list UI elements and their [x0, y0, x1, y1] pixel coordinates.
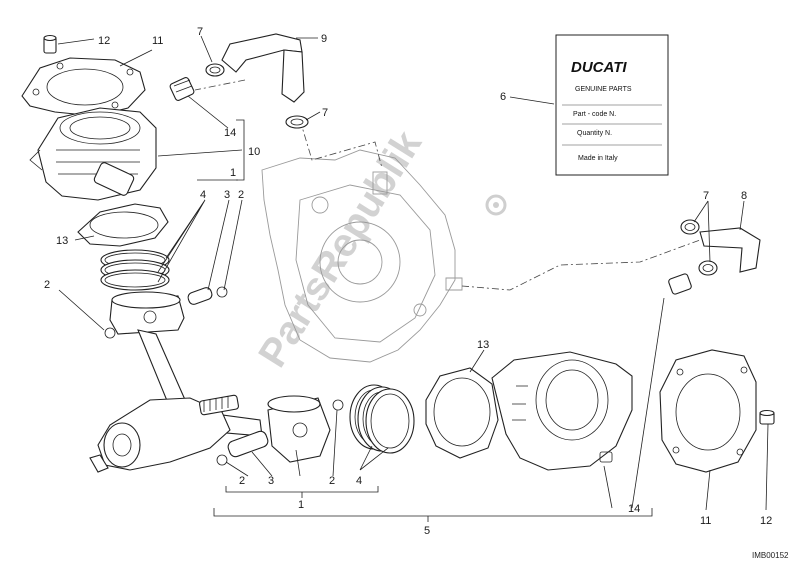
- callout-12-lower: 12: [760, 515, 772, 527]
- dowel-pin-top: [43, 34, 57, 54]
- callout-3-lower: 3: [268, 475, 274, 487]
- cylinder-lower: [491, 351, 633, 471]
- callout-2-left: 2: [44, 279, 50, 291]
- piston-lower: [267, 395, 331, 463]
- hose-clamp-top-left: [205, 63, 225, 77]
- callout-2-lower-left: 2: [239, 475, 245, 487]
- callout-13-lower: 13: [477, 339, 489, 351]
- card-subtitle: GENUINE PARTS: [575, 86, 632, 93]
- callout-10: 10: [248, 146, 260, 158]
- piston-top: [109, 291, 185, 335]
- card-made-in: Made in Italy: [578, 155, 618, 162]
- coolant-hose-top: [221, 33, 305, 103]
- genuine-parts-card: DUCATI GENUINE PARTS Part - code N. Quan…: [555, 34, 669, 176]
- crankcase-outline: [261, 149, 463, 363]
- callout-5: 5: [424, 525, 430, 537]
- callout-11-top: 11: [152, 35, 163, 47]
- piston-pin-lower: [227, 430, 269, 458]
- circlip-top-right: [216, 286, 228, 298]
- cylinder-top: [29, 107, 157, 201]
- callout-6: 6: [500, 91, 506, 103]
- card-brand: DUCATI: [571, 59, 627, 76]
- watermark-gear-icon: [485, 194, 507, 216]
- callout-1-top: 1: [230, 167, 236, 179]
- base-gasket-lower: [425, 367, 499, 459]
- hose-clamp-top-right: [285, 115, 309, 129]
- circlip-top-left: [104, 327, 116, 339]
- callout-4-lower: 4: [356, 475, 362, 487]
- watermark-text: PartsRepublik: [250, 123, 430, 375]
- callout-14-top: 14: [224, 127, 236, 139]
- coolant-hose-right: [699, 227, 761, 273]
- coolant-fitting-top: [169, 77, 195, 101]
- callout-3-top: 3: [224, 189, 230, 201]
- callout-12-top: 12: [98, 35, 110, 47]
- card-part-code: Part - code N.: [573, 111, 616, 118]
- piston-rings-lower: [349, 384, 415, 454]
- callout-1-lower: 1: [298, 499, 304, 511]
- hose-clamp-right-top: [680, 219, 700, 235]
- leader-lines: [57, 35, 769, 522]
- callout-13-top: 13: [56, 235, 68, 247]
- callout-14-lower: 14: [628, 503, 640, 515]
- circlip-lower-left: [216, 454, 228, 466]
- callout-7-right: 7: [703, 190, 709, 202]
- assembly-center-lines: [194, 79, 701, 291]
- dowel-pin-lower: [759, 409, 775, 425]
- callout-9: 9: [321, 33, 327, 45]
- coolant-fitting-right: [668, 273, 692, 295]
- callout-11-lower: 11: [700, 515, 711, 527]
- head-gasket-top: [21, 57, 146, 117]
- callout-2-lower-right: 2: [329, 475, 335, 487]
- piston-rings-top: [100, 249, 170, 291]
- callout-8: 8: [741, 190, 747, 202]
- callout-4-top: 4: [200, 189, 206, 201]
- piston-pin-top: [187, 287, 213, 305]
- callout-2-top: 2: [238, 189, 244, 201]
- callout-7-top: 7: [197, 26, 203, 38]
- drawing-code: IMB00152: [752, 551, 789, 560]
- callouts: 12 11 7 9 7 14 10 1 4 3 2 13 2 6 7 8 13 …: [44, 26, 772, 537]
- card-quantity: Quantity N.: [577, 130, 612, 137]
- watermark: PartsRepublik: [250, 123, 430, 375]
- callout-7-mid: 7: [322, 107, 328, 119]
- circlip-lower-right: [332, 399, 344, 411]
- hose-clamp-right-bottom: [698, 260, 718, 276]
- head-gasket-lower: [659, 349, 757, 473]
- base-gasket-top: [77, 203, 169, 247]
